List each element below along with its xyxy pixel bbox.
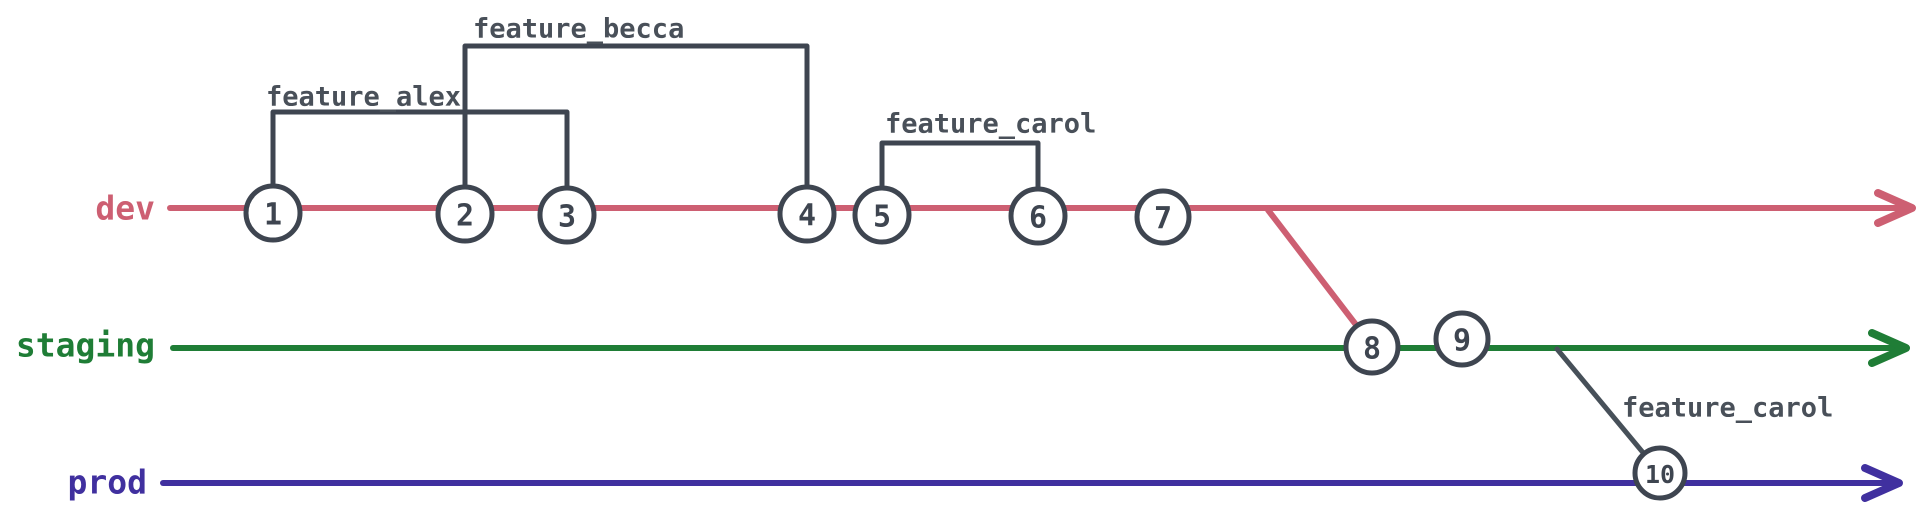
feature-bracket-feature_becca <box>462 43 810 192</box>
commit-label-4: 4 <box>798 199 816 234</box>
feature-label-feature_alex: feature_alex <box>266 81 461 112</box>
commit-node-8 <box>1343 318 1401 376</box>
commit-label-7: 7 <box>1154 202 1172 237</box>
feature-bracket-feature_carol <box>879 140 1041 194</box>
commit-label-8: 8 <box>1363 332 1381 367</box>
merge-edge-staging-to-prod <box>1554 346 1648 458</box>
commit-label-1: 1 <box>264 198 282 233</box>
feature-label-feature_becca: feature_becca <box>473 13 684 44</box>
branch-label-staging: staging <box>16 326 155 365</box>
commit-node-9 <box>1433 310 1491 368</box>
branch-label-prod: prod <box>68 463 147 502</box>
feature-bracket-feature_alex <box>270 109 570 193</box>
commit-label-2: 2 <box>456 199 474 234</box>
commit-node-2 <box>435 184 495 244</box>
commit-node-5 <box>852 185 912 245</box>
merge-edge-label-staging-to-prod: feature_carol <box>1622 392 1833 423</box>
commit-node-1 <box>243 183 303 243</box>
branch-arrow-icon-staging <box>1868 329 1910 367</box>
commit-label-6: 6 <box>1029 201 1047 236</box>
merge-edge-dev-to-staging <box>1265 207 1363 333</box>
commit-node-6 <box>1008 186 1068 246</box>
commit-node-10 <box>1632 445 1688 501</box>
branch-arrow-icon-prod <box>1861 464 1903 502</box>
commit-node-4 <box>777 184 837 244</box>
commit-label-9: 9 <box>1453 324 1471 359</box>
commit-label-10: 10 <box>1645 460 1675 489</box>
commit-node-3 <box>537 185 597 245</box>
commit-label-3: 3 <box>558 200 576 235</box>
commit-node-7 <box>1134 188 1192 246</box>
feature-label-feature_carol: feature_carol <box>885 108 1096 139</box>
branch-arrow-icon-dev <box>1874 189 1916 227</box>
branch-label-dev: dev <box>95 189 155 228</box>
commit-label-5: 5 <box>873 200 891 235</box>
